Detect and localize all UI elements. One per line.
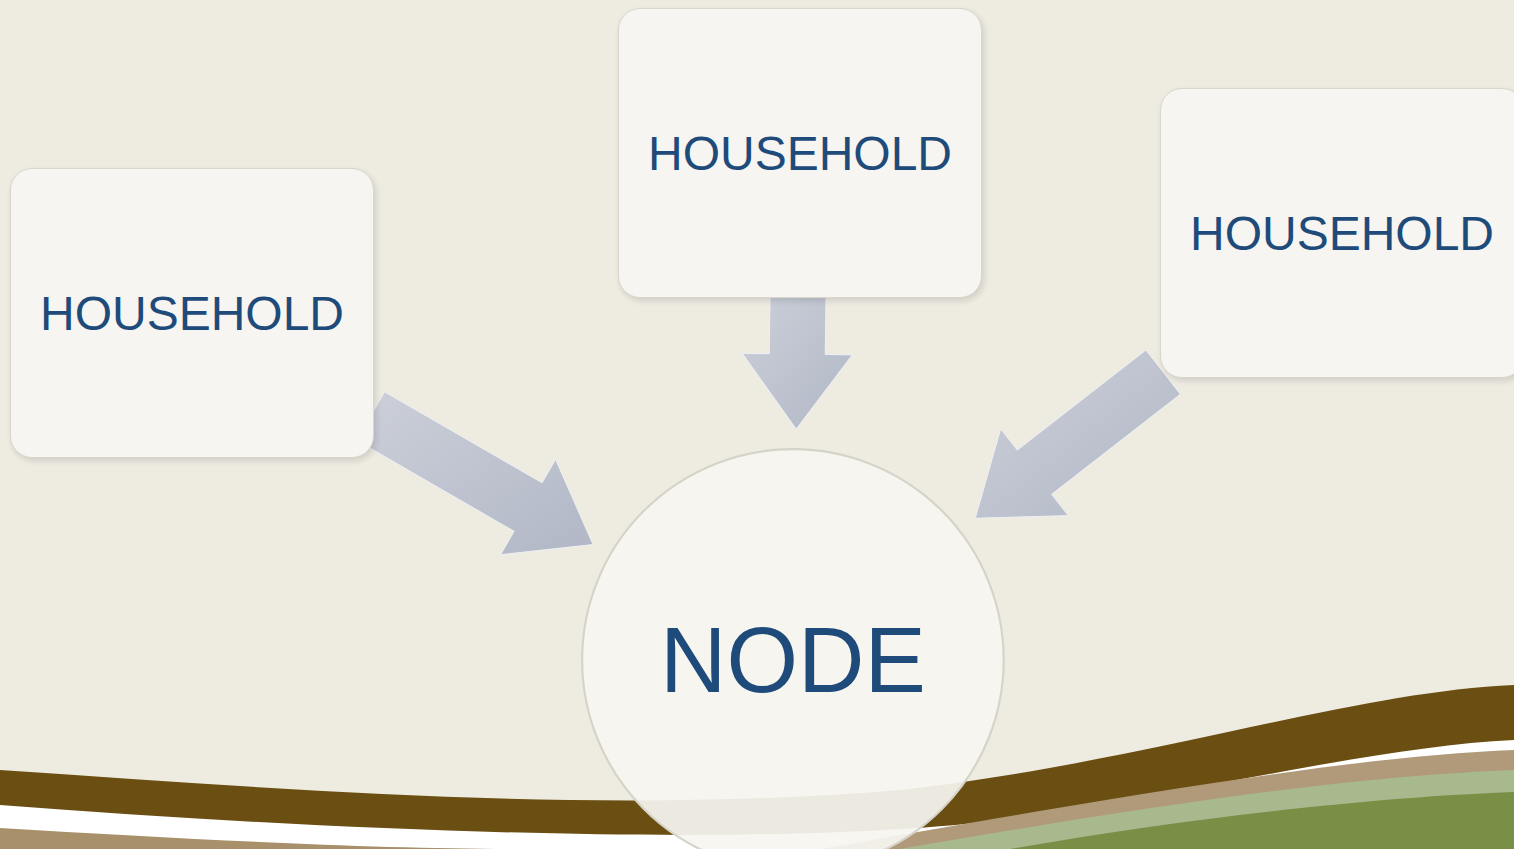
block-arrow — [357, 392, 593, 555]
household-label: HOUSEHOLD — [1190, 206, 1494, 261]
household-box: HOUSEHOLD — [10, 168, 374, 458]
text-group: HOUSEHOLD — [1190, 206, 1494, 261]
tan-wave-left — [0, 828, 520, 849]
block-arrow — [975, 350, 1180, 518]
node-label: NODE — [660, 608, 926, 713]
text-group: NODE — [660, 608, 926, 713]
household-box: HOUSEHOLD — [1160, 88, 1514, 378]
circle-shape — [582, 449, 1004, 849]
text-group: HOUSEHOLD — [40, 286, 344, 341]
block-arrow — [742, 294, 852, 430]
household-label: HOUSEHOLD — [648, 126, 952, 181]
household-label: HOUSEHOLD — [40, 286, 344, 341]
household-box: HOUSEHOLD — [618, 8, 982, 298]
light-green-wave — [900, 770, 1514, 849]
green-wave — [1010, 792, 1514, 849]
text-group: HOUSEHOLD — [648, 126, 952, 181]
node-circle: NODE — [580, 447, 1006, 849]
